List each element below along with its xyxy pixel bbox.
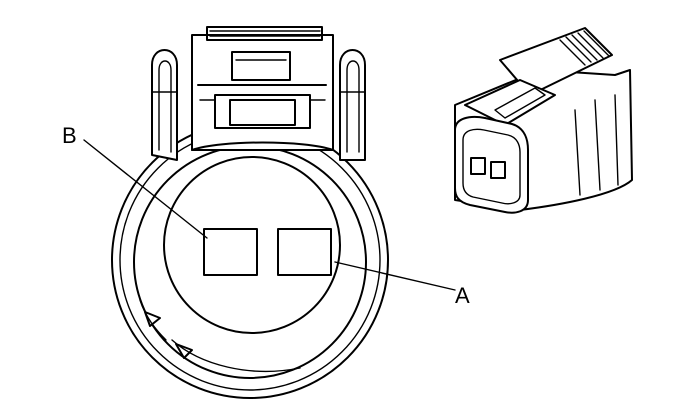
callout-b: B	[62, 123, 208, 239]
terminal-cavity-b	[203, 228, 258, 276]
right-post	[339, 49, 366, 161]
callout-b-label: B	[62, 123, 77, 148]
callout-b-leader	[83, 139, 208, 239]
callout-a-label: A	[455, 283, 470, 308]
iso-cavity-2	[490, 161, 506, 179]
key-notch-left	[144, 311, 161, 327]
terminal-cavity-a	[277, 228, 332, 276]
latch-housing	[191, 26, 334, 151]
callout-a-leader	[334, 261, 456, 291]
connector-outer-rim	[111, 121, 389, 399]
connector-rim-inner-edge	[119, 129, 381, 391]
iso-cavity-1	[470, 157, 486, 175]
connector-front-view	[111, 26, 389, 399]
connector-isometric-view	[454, 27, 633, 214]
key-notch-bottom	[175, 343, 193, 359]
callout-a: A	[334, 261, 470, 308]
connector-face	[163, 156, 341, 334]
left-post	[151, 49, 178, 161]
